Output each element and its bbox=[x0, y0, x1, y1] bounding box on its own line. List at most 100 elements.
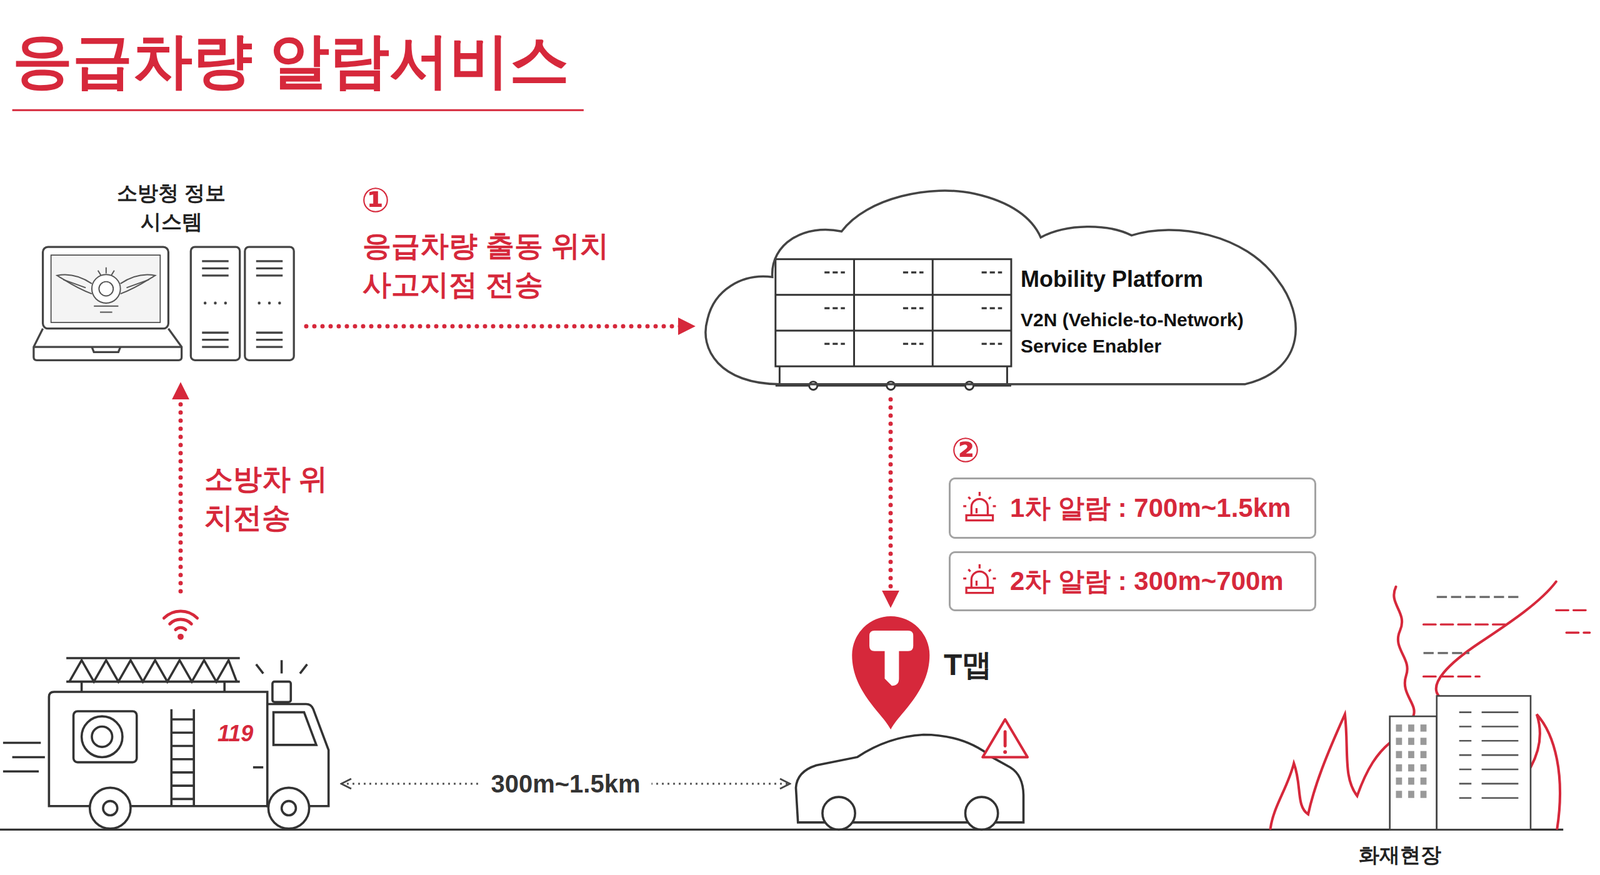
fire-truck-illustration bbox=[268, 787, 309, 829]
alarm-text: 2차 알람 : 300m~700m bbox=[1010, 565, 1284, 598]
server-rack bbox=[965, 381, 974, 390]
alarm-box: 2차 알람 : 300m~700m bbox=[948, 551, 1317, 612]
computer-illustration bbox=[190, 246, 240, 360]
fire-scene-illustration bbox=[1420, 790, 1427, 798]
computer-illustration bbox=[245, 246, 294, 360]
alarm-siren-icon bbox=[963, 491, 996, 521]
fire-emblem bbox=[56, 275, 155, 295]
wifi-signal bbox=[177, 633, 184, 640]
warning-triangle bbox=[982, 719, 1028, 757]
fire-scene-illustration bbox=[1395, 724, 1402, 732]
server-rack bbox=[809, 381, 818, 390]
alarm-siren-icon bbox=[963, 564, 996, 594]
fire-scene-illustration bbox=[1395, 764, 1402, 772]
alarm-siren-icon bbox=[963, 491, 996, 594]
cloud-outline bbox=[698, 181, 1312, 389]
fire-truck-illustration bbox=[272, 681, 291, 703]
computer-illustration bbox=[257, 301, 261, 305]
tmap-pin bbox=[851, 616, 930, 730]
fire-scene-illustration bbox=[1408, 751, 1415, 759]
fire-scene-illustration bbox=[1420, 764, 1427, 772]
fire-truck-illustration bbox=[73, 711, 137, 763]
warning-triangle bbox=[982, 719, 1028, 757]
computer-illustration bbox=[203, 301, 282, 305]
fire-scene-illustration bbox=[1530, 714, 1560, 829]
alarm-box: 1차 알람 : 700m~1.5km bbox=[948, 477, 1317, 539]
cloud-platform: Mobility PlatformV2N (Vehicle-to-Network… bbox=[698, 181, 1312, 389]
fire-scene-illustration bbox=[1408, 724, 1415, 732]
fire-scene-illustration bbox=[1393, 586, 1414, 717]
fire-truck-illustration bbox=[91, 726, 113, 747]
computer-illustration bbox=[33, 246, 294, 360]
computer-illustration bbox=[213, 301, 217, 305]
fire-scene-illustration bbox=[1395, 777, 1402, 785]
tmap-pin bbox=[869, 630, 914, 686]
app-name: T맵 bbox=[943, 647, 992, 683]
fire-emblem bbox=[91, 274, 121, 304]
computer-illustration bbox=[203, 301, 207, 305]
fire-scene-illustration bbox=[1420, 777, 1427, 785]
server-rack bbox=[775, 259, 1012, 367]
fire-scene-illustration bbox=[1270, 581, 1590, 830]
cloud-outline bbox=[705, 190, 1296, 385]
fire-truck-illustration bbox=[66, 658, 240, 682]
wifi-signal bbox=[170, 619, 192, 624]
car-illustration bbox=[822, 796, 855, 830]
fire-scene-illustration bbox=[1395, 790, 1402, 798]
fire-truck-illustration bbox=[90, 787, 131, 829]
computer-illustration bbox=[43, 246, 169, 329]
fire-truck-node: 119 bbox=[3, 593, 338, 832]
fire-truck-illustration bbox=[256, 660, 308, 674]
fire-scene-illustration bbox=[1270, 714, 1390, 829]
fire-truck-illustration bbox=[81, 681, 225, 692]
callout-number: ① bbox=[361, 181, 390, 219]
title-underline bbox=[12, 109, 584, 112]
wifi-signal bbox=[163, 611, 197, 640]
alarm-text: 1차 알람 : 700m~1.5km bbox=[1010, 491, 1291, 525]
fire-truck-illustration bbox=[273, 712, 317, 745]
fire-scene-illustration bbox=[1420, 724, 1427, 732]
fire-emblem bbox=[98, 281, 114, 297]
fire-scene-illustration bbox=[1408, 777, 1415, 785]
wifi-signal bbox=[163, 611, 197, 619]
fire-scene-illustration bbox=[1395, 724, 1427, 799]
fire-truck-illustration bbox=[3, 611, 329, 829]
scene-label: 화재현장 bbox=[1337, 842, 1463, 868]
fire-scene-illustration bbox=[1390, 716, 1437, 830]
wifi-signal bbox=[175, 627, 186, 630]
fire-scene-illustration bbox=[1459, 712, 1519, 799]
fire-scene-illustration bbox=[1436, 695, 1531, 830]
fire-scene-illustration bbox=[1423, 610, 1590, 677]
page-title: 응급차량 알람서비스 bbox=[12, 26, 570, 95]
truck-number: 119 bbox=[217, 721, 254, 747]
edge-label: 소방차 위치전송 bbox=[204, 459, 339, 537]
dotted-arrow bbox=[178, 383, 184, 592]
server-rack bbox=[886, 381, 895, 390]
computer-illustration bbox=[224, 301, 228, 305]
fire-truck-illustration bbox=[103, 801, 118, 816]
fire-truck-illustration bbox=[253, 766, 264, 769]
callout-number: ② bbox=[951, 431, 980, 469]
fire-truck-illustration bbox=[281, 801, 297, 816]
computer-illustration bbox=[91, 346, 121, 352]
dotted-arrow bbox=[888, 399, 894, 607]
fire-scene-illustration bbox=[1395, 751, 1402, 759]
server-rack bbox=[775, 259, 1012, 390]
fire-scene-illustration bbox=[1408, 737, 1415, 745]
fire-truck-illustration bbox=[3, 743, 45, 772]
server-rack bbox=[824, 272, 1002, 344]
edge-label: 응급차량 출동 위치 사고지점 전송 bbox=[362, 226, 638, 304]
warning-triangle bbox=[1003, 750, 1007, 754]
fire-scene-illustration bbox=[1436, 581, 1557, 697]
fire-scene-illustration bbox=[1423, 596, 1521, 654]
dotted-arrow bbox=[306, 324, 694, 329]
computer-illustration bbox=[51, 255, 161, 323]
platform-subtitle: V2N (Vehicle-to-Network) Service Enabler bbox=[1020, 306, 1262, 360]
fire-truck-illustration bbox=[81, 716, 123, 757]
fire-scene-illustration bbox=[1420, 751, 1427, 759]
warning-triangle bbox=[1003, 731, 1007, 747]
tmap-pin bbox=[851, 616, 930, 730]
car-navigation-node: T맵 bbox=[793, 610, 1025, 830]
fire-scene-illustration bbox=[1408, 764, 1415, 772]
